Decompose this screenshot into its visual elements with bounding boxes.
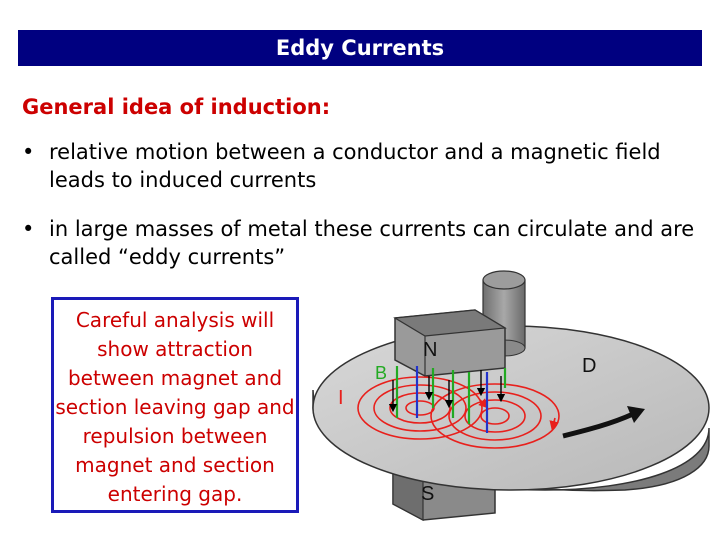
bullet-marker: • xyxy=(22,140,35,164)
bullet-text: relative motion between a conductor and … xyxy=(49,140,661,192)
page-title: Eddy Currents xyxy=(275,36,445,60)
label-current: I xyxy=(338,387,344,409)
label-south: S xyxy=(421,483,434,505)
field-arrows xyxy=(388,370,506,413)
eddy-current-diagram: N S D B I xyxy=(305,268,715,530)
title-bar: Eddy Currents xyxy=(18,30,702,66)
eddy-current-loops-right xyxy=(430,383,560,449)
callout-box: Careful analysis will show attraction be… xyxy=(51,297,299,513)
label-field: B xyxy=(375,363,387,383)
diagram-svg: N S D B I xyxy=(312,270,710,521)
bullet-item: • relative motion between a conductor an… xyxy=(22,138,712,194)
label-disk: D xyxy=(582,355,596,377)
label-north: N xyxy=(423,339,437,361)
callout-text: Careful analysis will show attraction be… xyxy=(55,308,295,506)
bullet-item: • in large masses of metal these current… xyxy=(22,215,712,271)
bullet-text: in large masses of metal these currents … xyxy=(49,217,695,269)
magnetic-field-lines xyxy=(395,366,507,433)
section-heading: General idea of induction: xyxy=(22,95,331,119)
bullet-marker: • xyxy=(22,217,35,241)
north-magnet xyxy=(393,309,507,377)
rotation-arrow xyxy=(562,406,645,439)
